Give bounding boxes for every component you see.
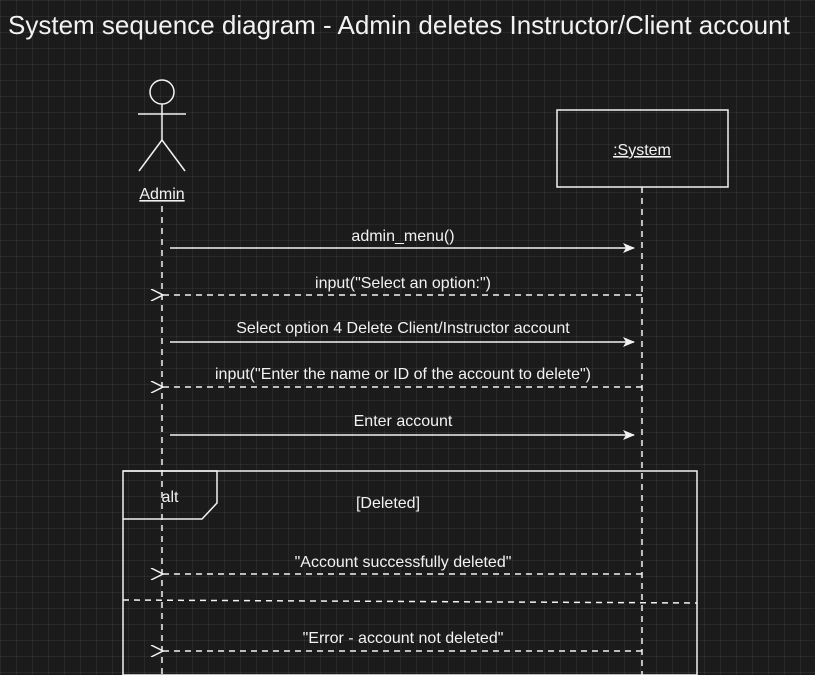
message-4-label: input("Enter the name or ID of the accou… (215, 366, 591, 383)
actor-admin[interactable]: Admin (138, 79, 186, 203)
message-5[interactable]: Enter account (170, 413, 635, 440)
alt-label: alt (162, 489, 179, 506)
message-2-label: input("Select an option:") (315, 275, 491, 292)
alt-message-2[interactable]: "Error - account not deleted" (163, 630, 642, 651)
message-2[interactable]: input("Select an option:") (163, 275, 642, 295)
alt-fragment[interactable]: alt [Deleted] (122, 470, 698, 675)
actor-label: Admin (139, 186, 184, 203)
message-1-label: admin_menu() (351, 228, 454, 245)
message-1[interactable]: admin_menu() (170, 228, 635, 253)
alt-message-1[interactable]: "Account successfully deleted" (163, 554, 642, 574)
alt-message-2-label: "Error - account not deleted" (303, 630, 504, 647)
message-3-label: Select option 4 Delete Client/Instructor… (236, 320, 570, 337)
message-4[interactable]: input("Enter the name or ID of the accou… (163, 366, 642, 387)
alt-divider (122, 599, 698, 604)
alt-message-1-label: "Account successfully deleted" (295, 554, 512, 571)
system-lifeline-head[interactable]: :System (556, 109, 729, 188)
alt-guard: [Deleted] (356, 495, 420, 512)
message-3[interactable]: Select option 4 Delete Client/Instructor… (170, 320, 635, 347)
message-5-label: Enter account (354, 413, 453, 430)
diagram-title: System sequence diagram - Admin deletes … (8, 10, 790, 40)
alt-tab (123, 470, 218, 520)
system-label: :System (613, 142, 671, 159)
stick-figure-icon (138, 79, 186, 172)
